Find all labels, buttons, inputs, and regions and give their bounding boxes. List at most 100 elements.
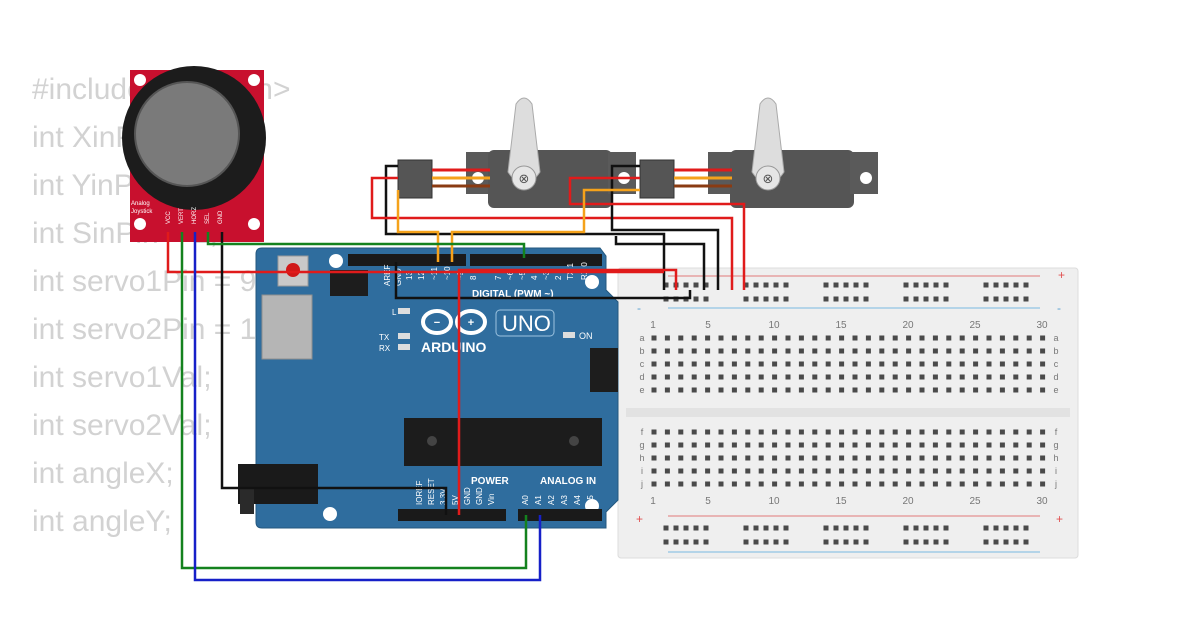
jumper-wires [166,164,746,582]
breadboard-hole [1040,442,1046,448]
breadboard: + + + - - 1 5 10 15 20 25 30 1 5 10 15 2… [617,267,1079,559]
breadboard-hole [718,348,724,354]
breadboard-hole [718,335,724,341]
breadboard-hole [903,539,909,545]
pin-label: VCC [166,211,172,224]
breadboard-hole [678,429,684,435]
breadboard-hole [999,481,1005,487]
breadboard-hole [833,282,839,288]
breadboard-hole [973,442,979,448]
wire-servo2-power [568,176,746,290]
breadboard-hole [879,429,885,435]
breadboard-hole [678,455,684,461]
breadboard-hole [798,442,804,448]
breadboard-hole [812,429,818,435]
breadboard-hole [1003,525,1009,531]
breadboard-hole [903,525,909,531]
column-number: 30 [1036,496,1048,507]
row-letter: h [639,453,644,463]
analog-header-label: ANALOG IN [540,476,596,487]
column-number: 1 [650,320,656,331]
breadboard-hole [785,429,791,435]
breadboard-hole [879,455,885,461]
breadboard-hole [1026,442,1032,448]
breadboard-hole [798,455,804,461]
breadboard-hole [678,361,684,367]
breadboard-hole [673,525,679,531]
breadboard-hole [772,429,778,435]
breadboard-hole [923,282,929,288]
breadboard-hole [946,429,952,435]
breadboard-hole [973,481,979,487]
arduino-logo: − + [421,309,487,335]
breadboard-hole [823,539,829,545]
breadboard-hole [946,361,952,367]
joystick-knob[interactable] [134,81,240,187]
breadboard-hole [705,468,711,474]
breadboard-hole [932,361,938,367]
breadboard-hole [959,387,965,393]
breadboard-hole [745,348,751,354]
breadboard-hole [892,468,898,474]
servo-shaft [511,165,537,191]
breadboard-hole [973,468,979,474]
breadboard-hole [743,282,749,288]
breadboard-hole [999,348,1005,354]
row-letter: j [640,479,643,489]
breadboard-hole [745,361,751,367]
breadboard-hole [959,429,965,435]
breadboard-hole [664,374,670,380]
breadboard-hole [772,335,778,341]
wire-servo1-ground [384,164,666,290]
breadboard-hole [758,468,764,474]
code-line: int servo1Val; [32,361,212,394]
breadboard-hole [705,429,711,435]
breadboard-hole [1013,335,1019,341]
breadboard-hole [664,429,670,435]
breadboard-hole [919,442,925,448]
breadboard-hole [758,455,764,461]
servo-motor-2: ⊗ [708,97,878,208]
breadboard-hole [753,525,759,531]
breadboard-hole [772,455,778,461]
breadboard-hole [693,525,699,531]
breadboard-hole [946,455,952,461]
breadboard-hole [798,361,804,367]
breadboard-hole [691,348,697,354]
pin-label: ~9 [456,270,465,280]
servo-shaft [755,165,781,191]
breadboard-hole [1013,442,1019,448]
breadboard-hole [843,282,849,288]
pin-label: 2 [554,275,563,280]
breadboard-hole [959,455,965,461]
breadboard-hole [1040,348,1046,354]
joystick-label-line1: Analog [131,201,150,207]
breadboard-hole [919,348,925,354]
wire-servo1-power [370,176,734,290]
breadboard-hole [879,335,885,341]
wire-joystick-vert [180,232,528,570]
breadboard-hole [906,442,912,448]
breadboard-hole [852,468,858,474]
breadboard-hole [1040,468,1046,474]
breadboard-hole [879,361,885,367]
chip-dot [569,436,579,446]
logo-minus-glyph: − [434,317,440,329]
breadboard-hole [1040,387,1046,393]
breadboard-hole [919,468,925,474]
breadboard-hole [718,387,724,393]
breadboard-hole [823,525,829,531]
reset-button[interactable] [286,263,300,277]
breadboard-hole [1023,282,1029,288]
mounting-hole [329,254,343,268]
wire-arduino-gnd-breadboard [394,262,692,300]
mounting-hole [323,507,337,521]
breadboard-hole [758,374,764,380]
analog-header [518,509,602,521]
mounting-hole [585,275,599,289]
plus-label: + [1056,512,1063,526]
breadboard-hole [879,348,885,354]
breadboard-hole [839,387,845,393]
row-letter: f [1055,427,1058,437]
breadboard-hole [691,429,697,435]
